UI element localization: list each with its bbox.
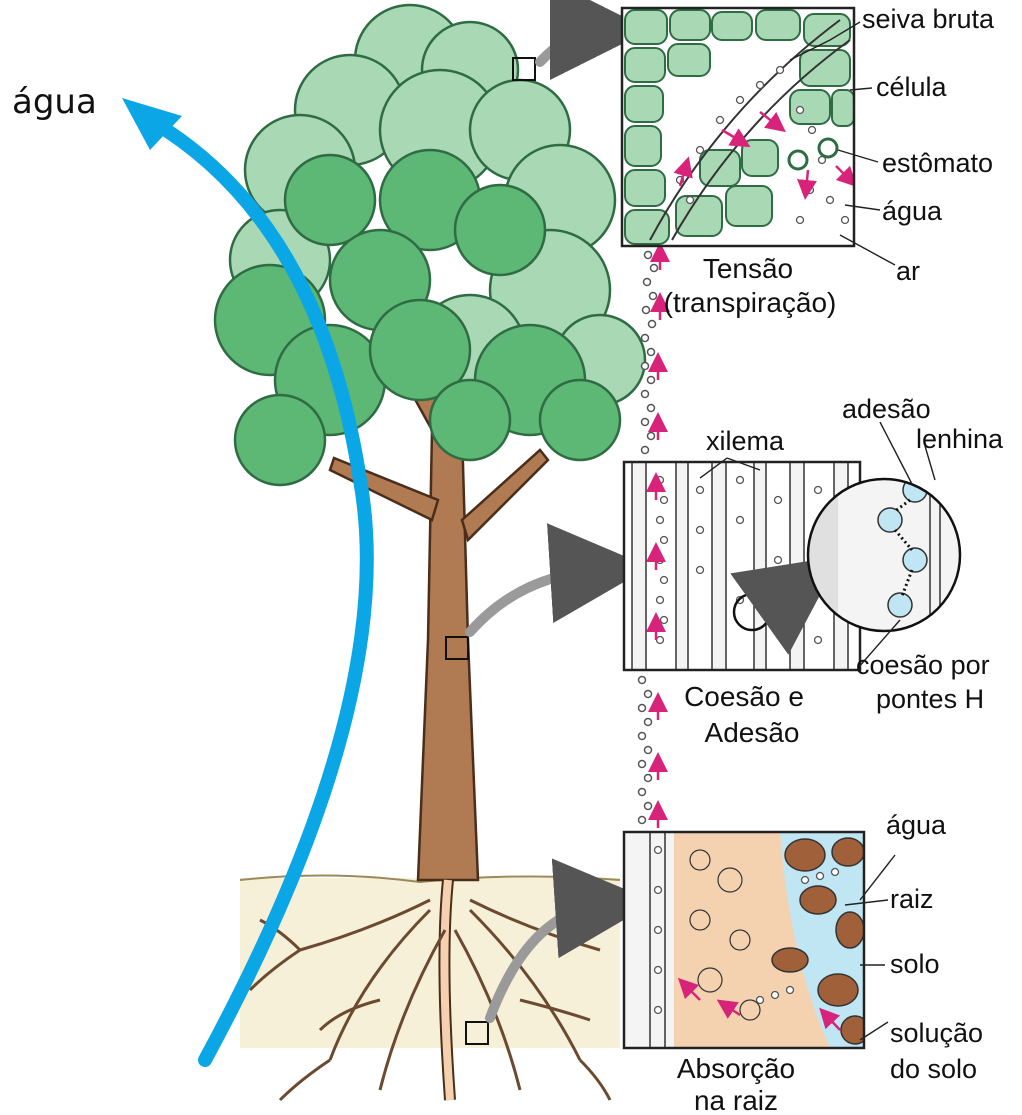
label-do-solo: do solo [890, 1054, 977, 1084]
label-xilema: xilema [706, 426, 785, 456]
caption-adesao: Adesão [705, 717, 800, 748]
label-solo: solo [890, 949, 940, 979]
label-agua-top: água [882, 196, 943, 226]
label-solucao: solução [890, 1018, 983, 1048]
label-celula: célula [876, 72, 948, 102]
water-label: água [12, 82, 97, 122]
caption-coesao: Coesão e [684, 681, 804, 712]
label-coesao-por: coesão por [856, 650, 990, 680]
caption-tensao: Tensão [703, 253, 793, 284]
tree-illustration [215, 5, 645, 1100]
panel-root-absorption [624, 832, 869, 1048]
label-ar: ar [896, 256, 920, 286]
soil-ground [240, 878, 620, 1048]
label-seiva-bruta: seiva bruta [862, 4, 995, 34]
zoom-circle-molecules [808, 478, 960, 631]
panel-tension [622, 8, 854, 246]
label-adesao: adesão [842, 394, 931, 424]
label-estomato: estômato [882, 148, 993, 178]
caption-transpiracao: (transpiração) [664, 287, 837, 318]
caption-absorcao: Absorção [677, 1053, 795, 1084]
label-agua-bottom: água [886, 810, 947, 840]
label-raiz: raiz [890, 884, 934, 914]
caption-na-raiz: na raiz [694, 1085, 778, 1115]
label-pontes-h: pontes H [876, 684, 984, 714]
label-lenhina: lenhina [916, 424, 1004, 454]
